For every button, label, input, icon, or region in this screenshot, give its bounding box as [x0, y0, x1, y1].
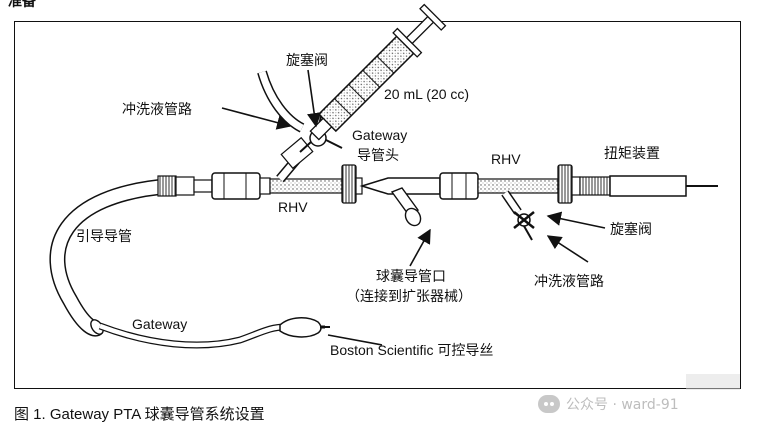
label-gateway-catheter: Gateway: [132, 316, 187, 332]
balloon: [279, 317, 322, 338]
diagram-frame: [14, 21, 741, 389]
label-volume: 20 mL (20 cc): [384, 86, 469, 102]
label-flush-line-right: 冲洗液管路: [534, 274, 604, 290]
figure-caption: 图 1. Gateway PTA 球囊导管系统设置: [14, 406, 265, 423]
guide-catheter-tube: [49, 178, 171, 337]
label-guidewire: Boston Scientific 可控导丝: [330, 342, 493, 358]
flush-port-left: [276, 136, 314, 183]
label-gateway-hub-line2: 导管头: [357, 148, 399, 164]
label-guide-catheter: 引导导管: [76, 229, 132, 245]
label-torque-device: 扭矩装置: [604, 146, 660, 162]
label-stopcock-right: 旋塞阀: [610, 221, 652, 238]
stopcock-right[interactable]: [513, 211, 535, 241]
syringe[interactable]: [303, 3, 447, 147]
watermark-text: 公众号 · ward-91: [566, 397, 679, 413]
rhv-right-body: [477, 164, 581, 215]
leader-lines: [221, 69, 606, 346]
label-rhv-left: RHV: [278, 199, 308, 215]
wechat-logo-icon: [538, 395, 560, 413]
label-flush-line-left: 冲洗液管路: [122, 102, 192, 118]
label-gateway-hub-line1: Gateway: [352, 127, 407, 143]
watermark-tag: [686, 374, 740, 390]
balloon-port: [404, 207, 422, 227]
torque-device[interactable]: [579, 175, 687, 197]
label-balloon-port-line2: （连接到扩张器械）: [346, 288, 472, 305]
header-fragment: 准备: [8, 0, 36, 10]
label-rhv-right: RHV: [491, 151, 521, 167]
label-stopcock-top: 旋塞阀: [286, 52, 328, 69]
label-balloon-port-line1: 球囊导管口: [376, 268, 446, 285]
rhv-left-body: [269, 164, 363, 204]
gateway-hub: [359, 172, 479, 227]
guide-catheter-hub: [157, 172, 271, 200]
watermark: 公众号 · ward-91: [538, 392, 679, 416]
